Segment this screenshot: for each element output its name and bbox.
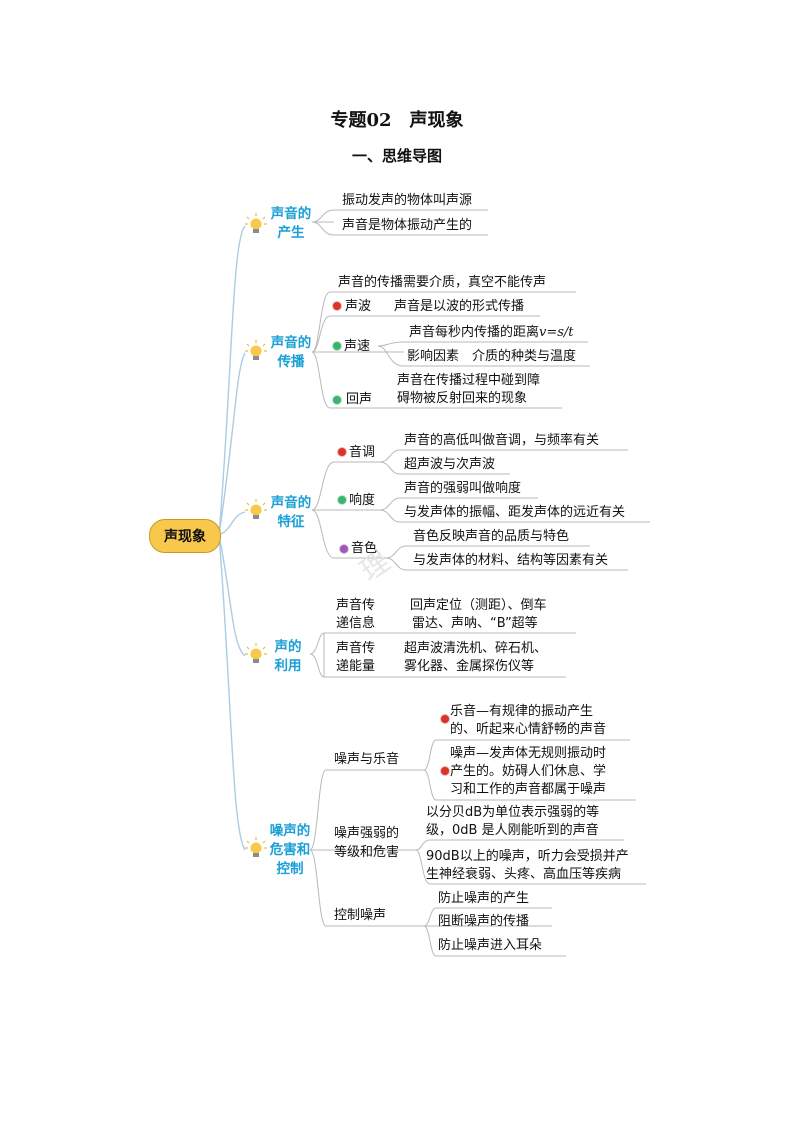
formula: v=s/t xyxy=(539,325,574,340)
node-label: 音色 xyxy=(351,541,378,556)
node-label-line: 递能量 xyxy=(336,659,376,674)
node-label-line: 等级和危害 xyxy=(334,845,400,860)
list-item: 防止噪声进入耳朵 xyxy=(438,938,543,953)
list-item: 声音的传播需要介质，真空不能传声 xyxy=(338,275,547,290)
branch-propagation: 声音的 传播 xyxy=(268,334,314,372)
list-item: 与发声体的材料、结构等因素有关 xyxy=(413,553,609,568)
lightbulb-icon xyxy=(245,837,267,857)
node-label: 响度 xyxy=(349,493,376,508)
list-item: 声音的强弱叫做响度 xyxy=(404,481,522,496)
list-item: 声音是物体振动产生的 xyxy=(342,218,473,233)
list-item-line: 回声定位（测距）、倒车 xyxy=(410,598,547,613)
bullet-dot xyxy=(333,342,341,350)
list-item-line: 级，0dB 是人刚能听到的声音 xyxy=(426,823,599,838)
bullet-dot xyxy=(338,496,346,504)
bullet-dot xyxy=(441,715,449,723)
node-label: 声速 xyxy=(344,339,371,354)
list-item: 阻断噪声的传播 xyxy=(438,914,530,929)
node-label: 影响因素 xyxy=(407,349,460,364)
list-item-line: 以分贝dB为单位表示强弱的等 xyxy=(426,805,600,820)
list-item-line: 噪声—发声体无规则振动时 xyxy=(450,746,607,761)
branch-label-line: 声音的 xyxy=(270,335,312,351)
list-item-line: 90dB以上的噪声，听力会受损并产 xyxy=(426,849,629,864)
list-item: 声音的高低叫做音调，与频率有关 xyxy=(404,433,600,448)
bullet-dot xyxy=(338,448,346,456)
list-item-line: 雷达、声呐、“B”超等 xyxy=(412,616,538,631)
node-label: 声波 xyxy=(345,299,372,314)
branch-label-line: 特征 xyxy=(277,514,305,530)
branch-label-line: 噪声的 xyxy=(269,823,311,839)
list-item-line: 超声波清洗机、碎石机、 xyxy=(404,641,548,656)
list-item: 声音是以波的形式传播 xyxy=(394,299,525,314)
node-label: 音调 xyxy=(349,445,376,460)
text-span: 声音每秒内传播的距离 xyxy=(409,325,540,340)
node-label: 回声 xyxy=(346,392,373,407)
list-item-line: 习和工作的声音都属于噪声 xyxy=(450,782,607,797)
list-item-line: 声音在传播过程中碰到障 xyxy=(397,373,541,388)
node-label-line: 递信息 xyxy=(336,616,376,631)
list-item-line: 产生的。妨碍人们休息、学 xyxy=(450,764,607,779)
node-label: 控制噪声 xyxy=(334,908,387,923)
branch-label-line: 声音的 xyxy=(270,206,312,222)
branch-label-line: 利用 xyxy=(274,658,302,674)
branch-label-line: 声音的 xyxy=(270,495,312,511)
node-label: 噪声与乐音 xyxy=(334,752,400,767)
branch-label-line: 产生 xyxy=(277,225,305,241)
root-node: 声现象 xyxy=(149,519,221,553)
page-title: 专题02 声现象 xyxy=(330,110,464,131)
list-item: 介质的种类与温度 xyxy=(472,349,577,364)
bullet-dot xyxy=(333,302,341,310)
branch-uses: 声的 利用 xyxy=(268,638,308,676)
list-item: 超声波与次声波 xyxy=(404,457,496,472)
list-item: 防止噪声的产生 xyxy=(438,891,530,906)
list-item-line: 雾化器、金属探伤仪等 xyxy=(404,659,535,674)
node-label-line: 声音传 xyxy=(336,598,376,613)
list-item-line: 乐音—有规律的振动产生 xyxy=(450,704,594,719)
list-item-line: 的、听起来心情舒畅的声音 xyxy=(450,722,607,737)
node-label-line: 噪声强弱的 xyxy=(334,826,400,841)
list-item: 音色反映声音的品质与特色 xyxy=(413,529,570,544)
branch-noise: 噪声的 危害和 控制 xyxy=(266,822,314,879)
branch-label-line: 危害和 xyxy=(269,842,311,858)
branch-features: 声音的 特征 xyxy=(268,494,314,532)
branch-label-line: 传播 xyxy=(277,354,305,370)
list-item: 声音每秒内传播的距离v=s/t xyxy=(409,324,574,342)
lightbulb-icon xyxy=(245,643,267,663)
branch-production: 声音的 产生 xyxy=(268,205,314,243)
bullet-dot xyxy=(441,767,449,775)
list-item-line: 碍物被反射回来的现象 xyxy=(397,391,528,406)
list-item-line: 生神经衰弱、头疼、高血压等疾病 xyxy=(426,867,622,882)
bullet-dot xyxy=(333,396,341,404)
branch-label-line: 声的 xyxy=(274,639,302,655)
lightbulb-icon xyxy=(245,213,267,233)
list-item: 振动发声的物体叫声源 xyxy=(342,193,473,208)
section-heading: 一、思维导图 xyxy=(351,147,442,165)
lightbulb-icon xyxy=(245,499,267,519)
branch-label-line: 控制 xyxy=(276,861,304,877)
node-label-line: 声音传 xyxy=(336,641,376,656)
bullet-dot xyxy=(340,545,348,553)
list-item: 与发声体的振幅、距发声体的远近有关 xyxy=(404,505,626,520)
lightbulb-icon xyxy=(245,340,267,360)
